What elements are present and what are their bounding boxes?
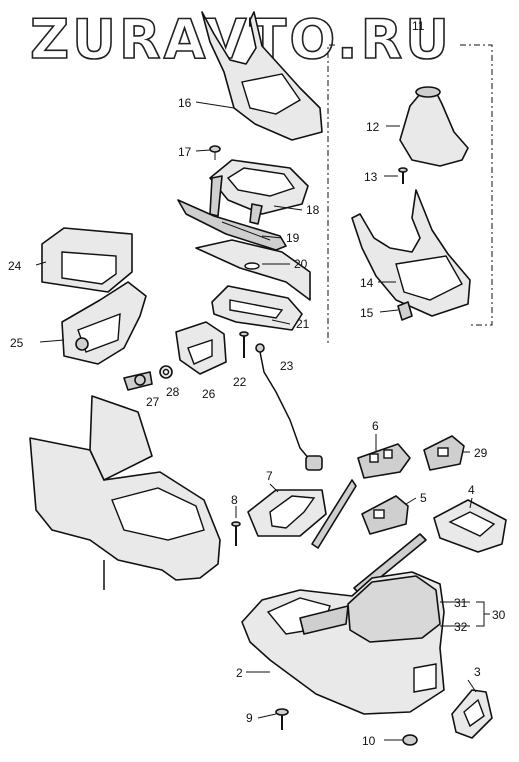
assembly-dash-line (327, 44, 335, 345)
part-27-bulb-socket (123, 371, 153, 391)
assembly-dash-line (460, 44, 493, 326)
callout-26: 26 (202, 387, 216, 401)
callout-2: 2 (236, 666, 243, 680)
callout-13: 13 (364, 170, 378, 184)
callout-8: 8 (231, 493, 238, 507)
callout-32: 32 (454, 620, 468, 634)
part-17-clip (209, 145, 221, 160)
callout-9: 9 (246, 711, 253, 725)
callout-28: 28 (166, 385, 180, 399)
part-15-clip (397, 301, 413, 321)
callout-10: 10 (362, 734, 376, 748)
part-20-cover-strip (195, 239, 311, 301)
callout-3: 3 (474, 665, 481, 679)
callout-7: 7 (266, 469, 273, 483)
callout-30: 30 (492, 608, 506, 622)
callout-25: 25 (10, 336, 24, 350)
part-28-bulb (159, 365, 173, 379)
console-main-body (29, 395, 221, 590)
part-18-indicator-housing (209, 159, 309, 225)
callout-22: 22 (233, 375, 247, 389)
callout-24: 24 (8, 259, 22, 273)
leader-lines (35, 101, 490, 741)
part-3-side-cover (451, 689, 493, 739)
part-24-pocket-tray (41, 227, 133, 293)
part-16-shift-bezel (201, 11, 323, 141)
part-5-window-switch (361, 495, 409, 535)
part-4-tray-insert (433, 499, 507, 553)
part-12-shift-boot (399, 86, 469, 167)
console-lower-section (241, 571, 445, 715)
callout-4: 4 (468, 483, 475, 497)
callout-14: 14 (360, 276, 374, 290)
wiring-harness (311, 479, 357, 549)
part-7-shift-gate-cover (247, 489, 327, 537)
callout-17: 17 (178, 145, 192, 159)
callout-5: 5 (420, 491, 427, 505)
callout-19: 19 (286, 231, 300, 245)
callout-31: 31 (454, 596, 468, 610)
callout-20: 20 (294, 257, 308, 271)
callout-18: 18 (306, 203, 320, 217)
callout-11: 11 (412, 19, 425, 33)
callout-27: 27 (146, 395, 160, 409)
part-13-screw (398, 167, 408, 184)
part-21-switch-frame (211, 285, 303, 331)
watermark-text: ZURAVTO.RU (30, 8, 452, 71)
part-8-screw (231, 521, 241, 546)
callout-29: 29 (474, 446, 488, 460)
part-22-screw (239, 331, 249, 358)
callout-6: 6 (372, 419, 379, 433)
callout-23: 23 (280, 359, 294, 373)
callout-12: 12 (366, 120, 380, 134)
part-19-indicator-plate (177, 199, 287, 251)
part-6-window-switch (357, 443, 411, 479)
callout-21: 21 (296, 317, 310, 331)
part-9-screw (275, 708, 289, 730)
part-26-socket-box (175, 321, 227, 375)
part-25-ashtray-assembly (61, 281, 147, 365)
part-23-cable (255, 343, 323, 471)
callout-15: 15 (360, 306, 374, 320)
part-29-switch (423, 435, 465, 471)
part-10-cap (402, 734, 418, 746)
part-14-shift-bezel-lower (351, 189, 471, 317)
callout-16: 16 (178, 96, 192, 110)
